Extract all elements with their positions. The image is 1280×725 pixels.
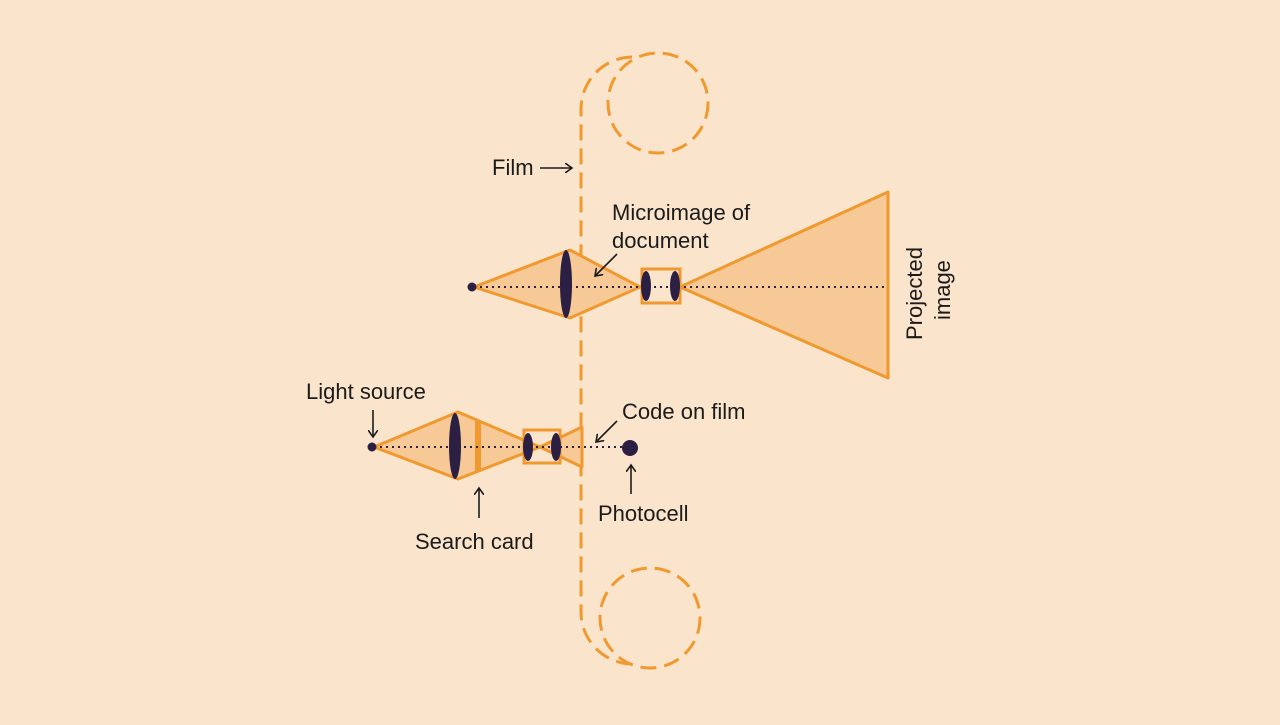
projected-image-label-line1: Projected [902, 247, 927, 340]
projection-light-source-dot [467, 282, 477, 292]
microimage-label-line2: document [612, 228, 709, 253]
search-light-source-dot [367, 442, 377, 452]
projection-lens-left-icon [641, 271, 651, 301]
light-source-label: Light source [306, 379, 426, 404]
search-small-lens-left-icon [523, 433, 533, 461]
photocell-icon [622, 440, 638, 456]
upper-reel-icon [606, 51, 710, 155]
code-on-film-label: Code on film [622, 399, 746, 424]
search-system [367, 410, 638, 481]
projected-image-cone [678, 190, 890, 380]
condenser-lens-icon [560, 250, 572, 318]
search-card-label: Search card [415, 529, 534, 554]
photocell-label: Photocell [598, 501, 689, 526]
upper-film-reel [606, 51, 710, 155]
microimage-arrow [595, 253, 618, 276]
lower-reel-icon [598, 566, 702, 670]
film-label: Film [492, 155, 534, 180]
annotation-arrows [373, 168, 631, 518]
search-small-lens-right-icon [551, 433, 561, 461]
labels: Film Microimage of document Projected im… [306, 155, 955, 554]
microimage-label-line1: Microimage of [612, 200, 751, 225]
code-on-film-arrow [596, 420, 618, 442]
lower-film-reel [598, 566, 702, 670]
projection-system [467, 190, 890, 380]
film-strip [579, 55, 634, 666]
projected-image-label-line2: image [930, 260, 955, 320]
condenser-light-cone [472, 248, 642, 320]
projection-lens-right-icon [670, 271, 680, 301]
search-lens-icon [449, 413, 461, 479]
